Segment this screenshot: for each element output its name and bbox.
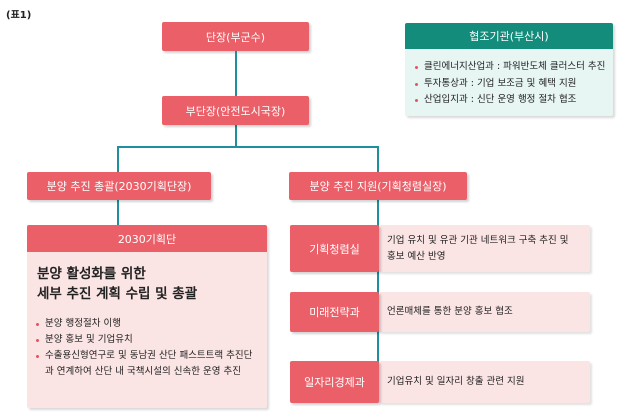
planning-team-title: 2030기획단: [27, 225, 267, 252]
planning-headline-2: 세부 추진 계획 수립 및 총괄: [37, 286, 198, 302]
cooperation-item: 투자통상과 : 기업 보조금 및 혜택 지원: [414, 76, 613, 93]
planning-item: 수출용신형연구로 및 동남권 산단 패스트트랙 추진단과 연계하여 산단 내 국…: [35, 348, 257, 380]
planning-item: 분양 행정절차 이행: [35, 316, 257, 332]
cooperation-title: 협조기관(부산시): [405, 23, 613, 49]
department-row: 기획청렴실 기업 유치 및 유관 기관 네트워크 구축 추진 및 홍보 예산 반…: [290, 225, 590, 272]
department-desc-line: 기업 유치 및 유관 기관 네트워크 구축 추진 및: [387, 234, 569, 246]
department-name: 기획청렴실: [290, 225, 379, 272]
connector-right: [377, 146, 379, 172]
connector-left: [117, 146, 119, 172]
department-desc: 기업유치 및 일자리 창출 관련 지원: [379, 361, 590, 403]
department-desc-line: 언론매체를 통한 분양 홍보 협조: [387, 306, 513, 317]
department-desc-line: 홍보 예산 반영: [387, 250, 446, 262]
department-name: 일자리경제과: [290, 361, 379, 403]
connector-top: [235, 51, 237, 96]
department-name: 미래전략과: [290, 292, 379, 332]
department-desc: 언론매체를 통한 분양 홍보 협조: [379, 292, 590, 332]
left-branch-box: 분양 추진 총괄(2030기획단장): [27, 172, 211, 200]
right-branch-box: 분양 추진 지원(기획청렴실장): [289, 172, 467, 200]
department-desc: 기업 유치 및 유관 기관 네트워크 구축 추진 및 홍보 예산 반영: [379, 225, 590, 272]
cooperation-item: 클린에너지산업과 : 파워반도체 클러스터 추진: [414, 59, 613, 76]
planning-headline-1: 분양 활성화를 위한: [37, 266, 146, 282]
cooperation-item: 산업입지과 : 신단 운영 행정 절차 협조: [414, 92, 613, 109]
planning-team-panel: 2030기획단 분양 활성화를 위한 세부 추진 계획 수립 및 총괄 분양 행…: [27, 225, 267, 408]
deputy-box: 부단장(안전도시국장): [162, 96, 309, 125]
table-label: (표1): [6, 10, 32, 21]
department-desc-line: 기업유치 및 일자리 창출 관련 지원: [387, 376, 525, 387]
cooperation-panel: 협조기관(부산시) 클린에너지산업과 : 파워반도체 클러스터 추진 투자통상과…: [405, 23, 613, 116]
connector-horizontal: [117, 146, 379, 148]
planning-item: 분양 홍보 및 기업유치: [35, 332, 257, 348]
director-box: 단장(부군수): [162, 22, 309, 51]
connector-left-down: [117, 200, 119, 225]
department-row: 미래전략과 언론매체를 통한 분양 홍보 협조: [290, 292, 590, 332]
department-row: 일자리경제과 기업유치 및 일자리 창출 관련 지원: [290, 361, 590, 403]
connector-deputy: [235, 125, 237, 147]
